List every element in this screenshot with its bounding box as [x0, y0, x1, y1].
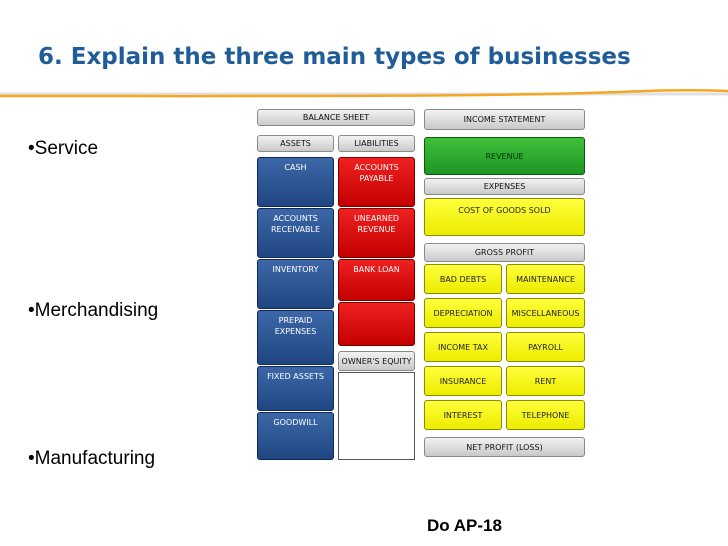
expenses-header: EXPENSES	[424, 178, 585, 195]
liability-unearned-revenue: UNEARNED REVENUE	[338, 208, 415, 258]
accounting-diagram: BALANCE SHEET ASSETS LIABILITIES CASH AC…	[250, 107, 590, 462]
expense-interest: INTEREST	[424, 400, 502, 430]
asset-cash: CASH	[257, 157, 334, 207]
revenue-block: REVENUE	[424, 137, 585, 175]
bullet-service: •Service	[28, 138, 99, 159]
asset-inventory: INVENTORY	[257, 259, 334, 309]
income-statement-header: INCOME STATEMENT	[424, 109, 585, 130]
asset-goodwill: GOODWILL	[257, 412, 334, 460]
asset-prepaid-expenses: PREPAID EXPENSES	[257, 310, 334, 365]
liabilities-header: LIABILITIES	[338, 135, 415, 152]
title-underline	[0, 89, 728, 98]
owners-equity-header: OWNER'S EQUITY	[338, 351, 415, 371]
asset-accounts-receivable: ACCOUNTS RECEIVABLE	[257, 208, 334, 258]
liability-blank	[338, 302, 415, 346]
assignment-note: Do AP-18	[427, 516, 502, 535]
gross-profit-header: GROSS PROFIT	[424, 243, 585, 262]
asset-fixed-assets: FIXED ASSETS	[257, 366, 334, 411]
owners-equity-area	[338, 372, 415, 460]
expense-maintenance: MAINTENANCE	[506, 264, 585, 294]
liability-accounts-payable: ACCOUNTS PAYABLE	[338, 157, 415, 207]
slide-title: 6. Explain the three main types of busin…	[38, 44, 631, 70]
cost-of-goods-sold: COST OF GOODS SOLD	[424, 198, 585, 236]
expense-payroll: PAYROLL	[506, 332, 585, 362]
bullet-manufacturing: •Manufacturing	[28, 448, 156, 469]
expense-income-tax: INCOME TAX	[424, 332, 502, 362]
bullet-merchandising: •Merchandising	[28, 300, 159, 321]
expense-telephone: TELEPHONE	[506, 400, 585, 430]
expense-rent: RENT	[506, 366, 585, 396]
expense-insurance: INSURANCE	[424, 366, 502, 396]
expense-miscellaneous: MISCELLANEOUS	[506, 298, 585, 328]
expense-bad-debts: BAD DEBTS	[424, 264, 502, 294]
assets-header: ASSETS	[257, 135, 334, 152]
net-profit-footer: NET PROFIT (LOSS)	[424, 437, 585, 457]
liability-bank-loan: BANK LOAN	[338, 259, 415, 301]
balance-sheet-header: BALANCE SHEET	[257, 109, 415, 126]
expense-depreciation: DEPRECIATION	[424, 298, 502, 328]
